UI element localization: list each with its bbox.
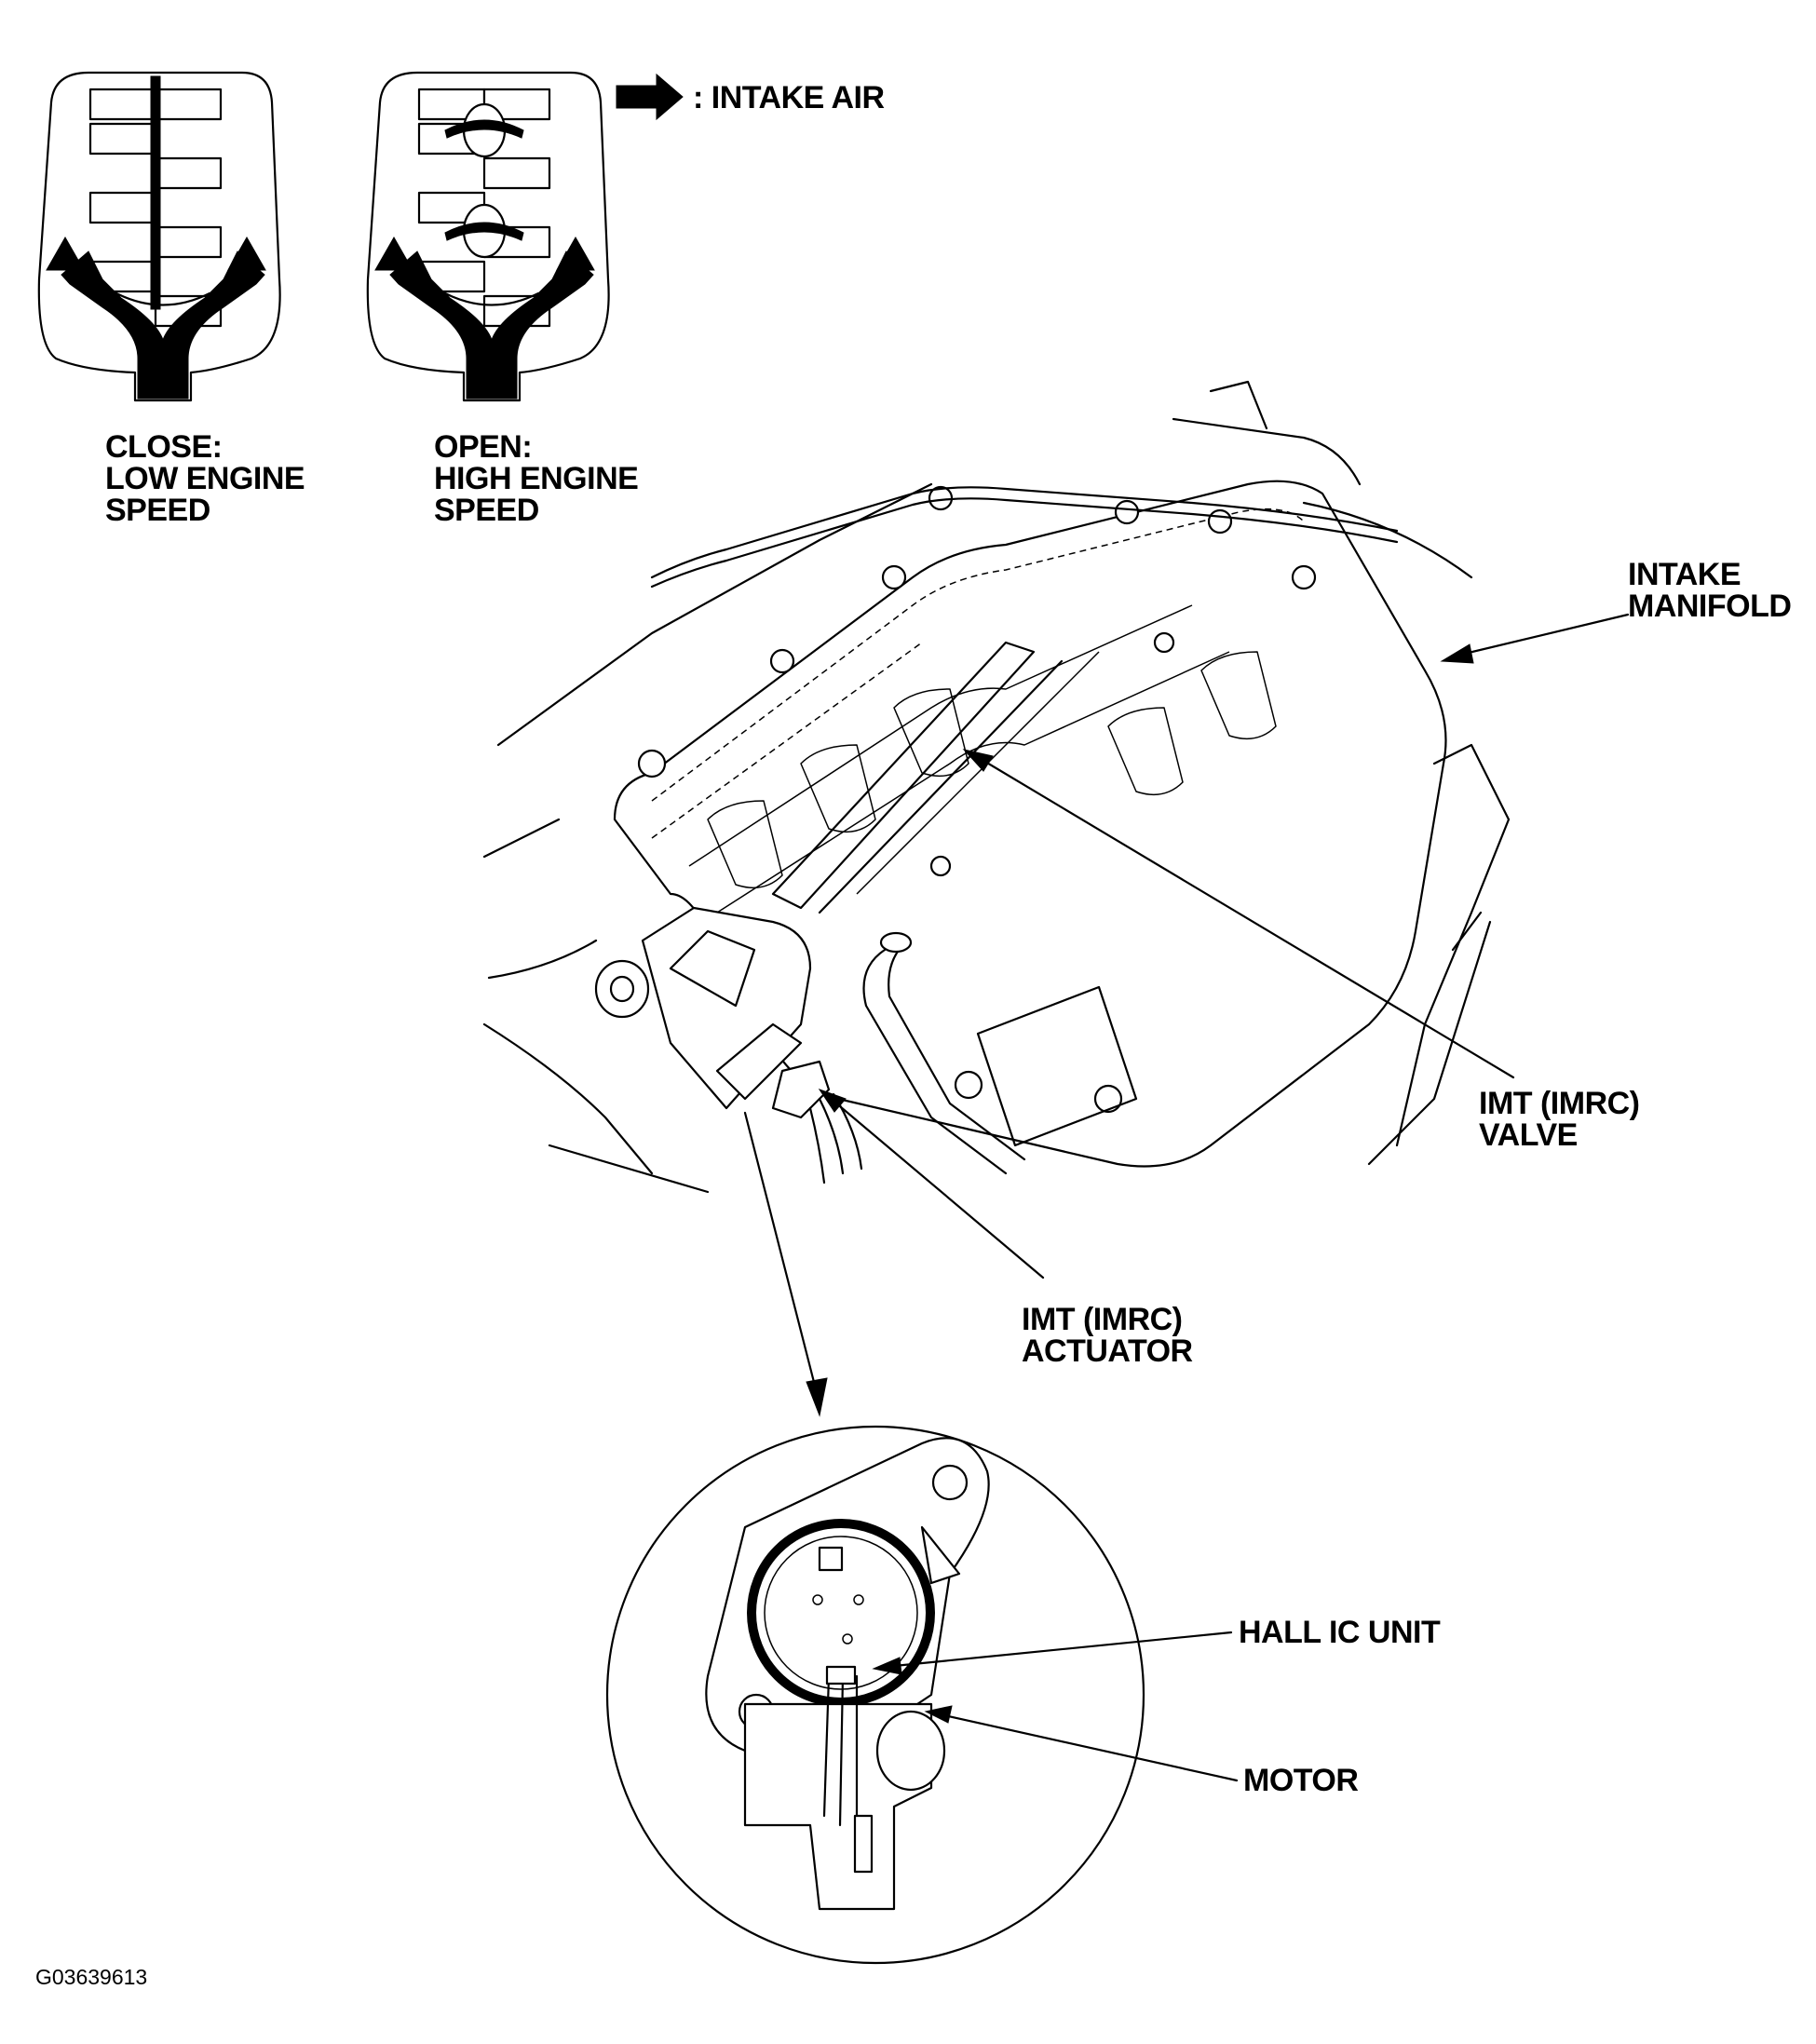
hall-ic-unit-label: HALL IC UNIT <box>1239 1615 1441 1650</box>
open-state-line-1: OPEN: <box>434 429 533 465</box>
detail-magnifier <box>605 1425 1145 1965</box>
intake-manifold-line-2: MANIFOLD <box>1628 589 1792 624</box>
intake-air-legend-label: : INTAKE AIR <box>693 80 885 115</box>
open-state-caption: OPEN: HIGH ENGINE SPEED <box>434 429 639 528</box>
open-schematic <box>366 71 610 402</box>
close-state-line-1: CLOSE: <box>105 429 223 465</box>
imt-valve-line-2: VALVE <box>1479 1117 1578 1153</box>
open-state-line-3: SPEED <box>434 493 539 528</box>
figure-code: G03639613 <box>35 1965 148 1989</box>
imt-valve-label: IMT (IMRC) VALVE <box>1479 1088 1640 1151</box>
close-state-line-2: LOW ENGINE <box>105 461 305 496</box>
intake-air-arrow-icon <box>616 73 684 121</box>
intake-manifold-label: INTAKE MANIFOLD <box>1628 557 1792 624</box>
imt-actuator-illustration <box>594 906 863 1184</box>
imt-actuator-label: IMT (IMRC) ACTUATOR <box>1022 1304 1193 1367</box>
imt-actuator-line-1: IMT (IMRC) <box>1022 1302 1183 1337</box>
open-state-line-2: HIGH ENGINE <box>434 461 639 496</box>
imt-actuator-line-2: ACTUATOR <box>1022 1333 1193 1369</box>
close-state-line-3: SPEED <box>105 493 210 528</box>
leader-lines <box>743 613 1630 1782</box>
intake-manifold-line-1: INTAKE <box>1628 557 1741 592</box>
close-schematic <box>37 71 281 402</box>
close-state-caption: CLOSE: LOW ENGINE SPEED <box>105 431 305 526</box>
imt-valve-line-1: IMT (IMRC) <box>1479 1086 1640 1121</box>
motor-label: MOTOR <box>1243 1763 1359 1798</box>
engine-illustration <box>482 380 1511 1194</box>
